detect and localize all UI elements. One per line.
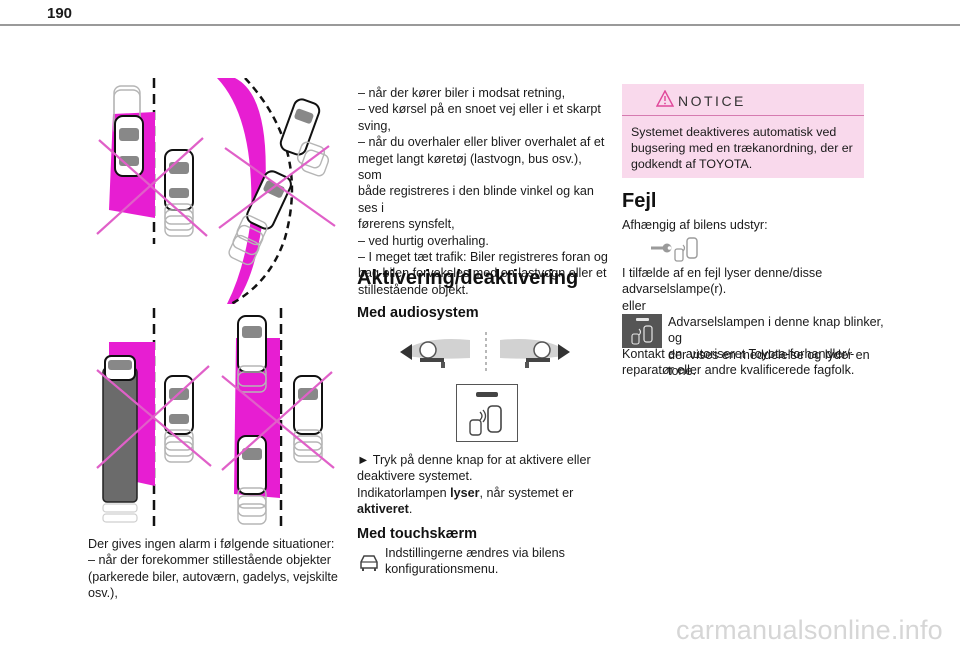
situations-list: – når der kører biler i modsat retning, … bbox=[358, 85, 608, 298]
left-caption: Der gives ingen alarm i følgende situati… bbox=[88, 536, 338, 602]
illustration-parked-cars bbox=[96, 78, 208, 244]
illustration-truck-overtaking bbox=[96, 308, 212, 530]
notice-line: bugsering med en trækanordning, der er bbox=[631, 141, 853, 155]
indicator-prefix: Indikatorlampen bbox=[357, 485, 451, 500]
blind-spot-button-icon bbox=[456, 384, 518, 442]
caption-line: (parkerede biler, autoværn, gadelys, vej… bbox=[88, 569, 338, 584]
notice-header: NOTICE bbox=[622, 84, 864, 116]
wrench-icon bbox=[651, 243, 672, 253]
notice-body: Systemet deaktiveres automatisk ved bugs… bbox=[631, 124, 859, 172]
indicator-bold-aktiveret: aktiveret bbox=[357, 502, 409, 517]
blind-spot-button-fault-icon bbox=[622, 314, 662, 348]
touch-heading: Med touchskærm bbox=[357, 526, 478, 542]
list-item: bag bilen forveksles med en lastvogn ell… bbox=[358, 266, 607, 281]
contact-text: Kontakt en autoriseret Toyota-forhandler… bbox=[622, 346, 882, 379]
contact-line: Kontakt en autoriseret Toyota-forhandler… bbox=[622, 347, 855, 361]
press-instruction: ► Tryk på denne knap for at aktivere ell… bbox=[357, 452, 607, 518]
button-fault-text: Advarselslampen i denne knap blinker, og… bbox=[668, 314, 888, 380]
illustration-dense-traffic bbox=[221, 308, 335, 530]
notice-box: NOTICE Systemet deaktiveres automatisk v… bbox=[622, 84, 864, 178]
indicator-bold-lyser: lyser bbox=[450, 485, 480, 500]
indicator-middle: , når systemet er bbox=[479, 485, 574, 500]
fejl-intro: Afhængig af bilens udstyr: bbox=[622, 218, 768, 232]
blind-spot-warning-icon bbox=[674, 237, 698, 262]
list-item: – når der kører biler i modsat retning, bbox=[358, 86, 566, 100]
list-item: – I meget tæt trafik: Biler registreres … bbox=[358, 250, 608, 265]
header-rule bbox=[0, 24, 960, 26]
caption-line: – når der forekommer stillestående objek… bbox=[88, 553, 331, 568]
caption-line: osv.), bbox=[88, 586, 118, 601]
fejl-line: I tilfælde af en fejl lyser denne/disse bbox=[622, 266, 823, 280]
notice-title: NOTICE bbox=[678, 93, 746, 109]
fejl-line: eller bbox=[622, 298, 646, 313]
notice-line: godkendt af TOYOTA. bbox=[631, 157, 753, 171]
page-number: 190 bbox=[47, 5, 73, 22]
contact-line: reparatør eller andre kvalificerede fagf… bbox=[622, 363, 855, 378]
fejl-description: I tilfælde af en fejl lyser denne/disse … bbox=[622, 265, 872, 314]
indicator-suffix: . bbox=[408, 502, 413, 517]
list-item: – når du overhaler eller bliver overhale… bbox=[358, 135, 605, 150]
list-item: stillestående objekt. bbox=[358, 282, 469, 297]
list-item: meget langt køretøj (lastvogn, bus osv.)… bbox=[358, 151, 582, 183]
audio-heading: Med audiosystem bbox=[357, 305, 479, 321]
button-fault-line: Advarselslampen i denne knap blinker, og bbox=[668, 315, 884, 346]
touch-line: Indstillingerne ændres via bilens bbox=[385, 546, 565, 560]
list-item: – ved kørsel på en snoet vej eller i et … bbox=[358, 102, 601, 117]
touch-text: Indstillingerne ændres via bilens konfig… bbox=[385, 545, 605, 578]
indicator-line-2: aktiveret. bbox=[357, 501, 607, 517]
fejl-line: advarselslampe(r). bbox=[622, 282, 727, 297]
touch-line: konfigurationsmenu. bbox=[385, 562, 499, 577]
press-line: ► Tryk på denne knap for at aktivere ell… bbox=[357, 453, 591, 467]
warning-triangle-icon bbox=[656, 90, 674, 107]
illustration-curved-road bbox=[217, 78, 336, 304]
mirror-indicators-graphic bbox=[400, 332, 570, 372]
list-item: førerens synsfelt, bbox=[358, 217, 455, 232]
section-heading: Aktivering/deaktivering bbox=[357, 267, 579, 289]
list-item: sving, bbox=[358, 118, 391, 133]
caption-line: Der gives ingen alarm i følgende situati… bbox=[88, 537, 335, 551]
indicator-line-1: Indikatorlampen lyser, når systemet er bbox=[357, 485, 607, 501]
fejl-heading: Fejl bbox=[622, 190, 657, 212]
list-item: både registreres i den blinde vinkel og … bbox=[358, 184, 594, 215]
press-line: deaktivere systemet. bbox=[357, 469, 473, 484]
car-settings-icon bbox=[360, 555, 378, 571]
button-fault-line: der vises en meddelelse og lyder en tone… bbox=[668, 347, 870, 379]
watermark: carmanualsonline.info bbox=[676, 615, 943, 645]
notice-line: Systemet deaktiveres automatisk ved bbox=[631, 125, 837, 139]
list-item: – ved hurtig overhaling. bbox=[358, 233, 489, 248]
